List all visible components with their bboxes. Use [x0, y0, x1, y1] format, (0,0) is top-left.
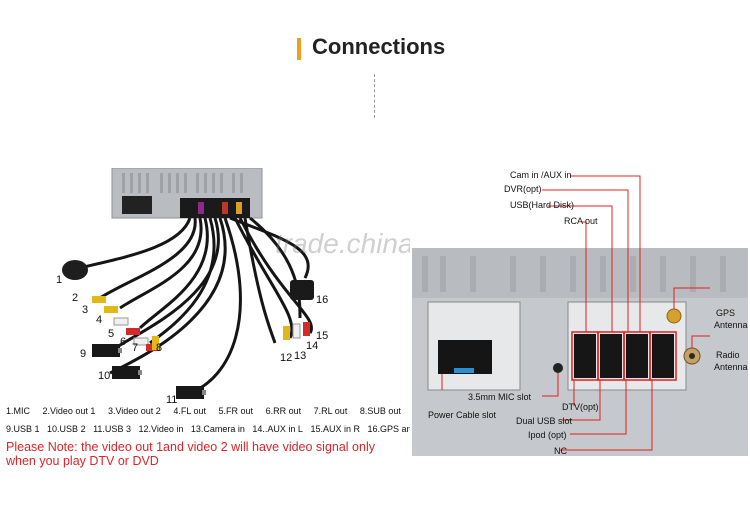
back-panel-diagram: Cam in /AUX in DVR(opt) USB(Hard Disk) R…	[410, 168, 750, 456]
callout-number: 4	[96, 314, 103, 326]
unit-vents	[122, 173, 243, 193]
callout-number: 10	[98, 370, 111, 382]
legend-item: 2.Video out 1	[42, 406, 96, 416]
legend-item: 13.Camera in	[190, 424, 245, 434]
mic-connector	[62, 260, 88, 280]
cable-harness-diagram: 1 2 3 4 5 6 7 8 9 10 11 12 13 14 15 16	[0, 168, 408, 456]
callout-number: 5	[108, 328, 115, 340]
callout-number: 7	[132, 342, 139, 354]
label-ipod: Ipod (opt)	[528, 430, 567, 440]
callout-number: 9	[80, 348, 87, 360]
unit-connector-left	[122, 196, 152, 214]
legend-row-2: 9.USB 1 10.USB 2 11.USB 3 12.Video in 13…	[6, 424, 434, 434]
back-panel-illustration	[412, 175, 748, 456]
callout-number: 15	[316, 330, 329, 342]
label-gps-antenna: Antenna	[714, 320, 748, 330]
label-nc: NC	[554, 446, 567, 456]
label-dvr: DVR(opt)	[504, 184, 542, 194]
callout-number: 13	[294, 350, 307, 362]
legend-item: 15.AUX in R	[310, 424, 360, 434]
note-line-2: when you play DTV or DVD	[6, 454, 159, 468]
legend-item: 4.FL out	[173, 406, 207, 416]
fakra-red	[222, 202, 228, 214]
label-usb-hd: USB(Hard Disk)	[510, 200, 575, 210]
callout-number: 12	[280, 352, 293, 364]
callout-number: 3	[82, 304, 89, 316]
gps-connector	[666, 308, 682, 324]
legend-item: 14..AUX in L	[252, 424, 303, 434]
callout-number: 6	[120, 336, 127, 348]
callout-lines	[441, 175, 710, 451]
highlight-rca	[649, 331, 677, 381]
legend-item: 6.RR out	[265, 406, 302, 416]
legend-item: 1.MIC	[6, 406, 31, 416]
legend-item: 9.USB 1	[6, 424, 40, 434]
connector-cam-aux	[574, 334, 596, 378]
label-mic-slot: 3.5mm MIC slot	[468, 392, 532, 402]
fakra-purple	[198, 202, 204, 214]
page-title: Connections	[312, 34, 446, 59]
note-line-1: Please Note: the video out 1and video 2 …	[6, 440, 375, 454]
rca-plugs-left	[92, 296, 160, 351]
callout-number: 1	[56, 274, 63, 286]
fakra-yellow	[236, 202, 242, 214]
usb-plug-3	[176, 386, 204, 399]
gps-antenna	[290, 280, 314, 300]
label-dtv: DTV(opt)	[562, 402, 599, 412]
legend-item: 8.SUB out	[359, 406, 401, 416]
legend-item: 12.Video in	[138, 424, 184, 434]
legend-item: 11.USB 3	[93, 424, 131, 434]
header-divider	[374, 74, 375, 118]
legend-row-1: 1.MIC 2.Video out 1 3.Video out 2 4.FL o…	[6, 406, 401, 416]
label-dual-usb: Dual USB slot	[516, 416, 573, 426]
legend-item: 10.USB 2	[47, 424, 86, 434]
callout-number: 8	[156, 342, 163, 354]
header-accent-bar	[297, 38, 301, 60]
label-rca: RCA out	[564, 216, 598, 226]
usb-plug-2	[112, 366, 140, 379]
legend-item: 16.GPS antenna	[367, 424, 435, 434]
label-power-slot: Power Cable slot	[428, 410, 497, 420]
unit-connector-block	[180, 198, 250, 218]
callout-number: 11	[166, 394, 178, 406]
callout-number: 14	[306, 340, 319, 352]
usb-plug-1	[92, 344, 120, 357]
legend-item: 7.RL out	[313, 406, 348, 416]
label-gps: GPS	[716, 308, 736, 318]
label-radio: Radio	[716, 350, 740, 360]
rca-plugs-right	[283, 322, 310, 340]
callout-number: 16	[316, 294, 329, 306]
connector-usb-hd	[626, 334, 648, 378]
chassis-top-vents-area	[412, 248, 748, 298]
chassis-vents	[422, 256, 726, 292]
power-connector-latch	[454, 368, 474, 373]
connector-dvr	[600, 334, 622, 378]
callout-number: 2	[72, 292, 79, 304]
legend-item: 3.Video out 2	[107, 406, 161, 416]
cable-harness-illustration	[62, 168, 314, 399]
connector-rca	[652, 334, 674, 378]
label-cam-aux: Cam in /AUX in	[510, 170, 572, 180]
label-radio-antenna: Antenna	[714, 362, 748, 372]
mic-slot	[553, 363, 563, 373]
legend-item: 5.FR out	[218, 406, 254, 416]
